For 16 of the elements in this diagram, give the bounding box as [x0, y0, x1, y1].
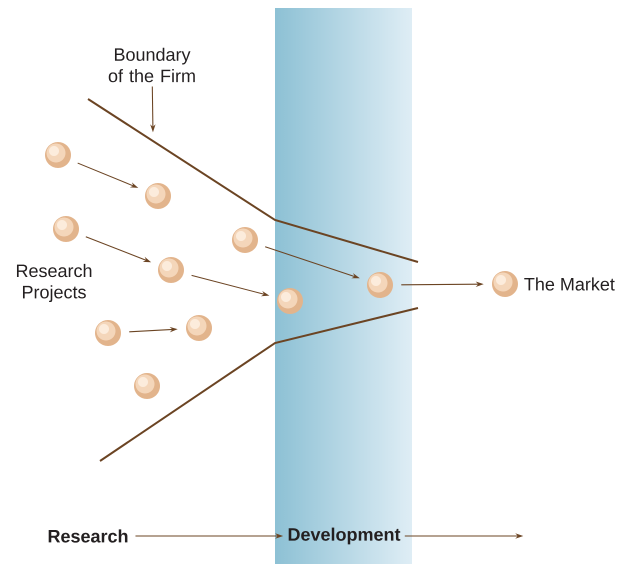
ball — [367, 272, 393, 298]
ball — [158, 257, 184, 283]
ball — [277, 288, 303, 314]
ball — [232, 227, 258, 253]
ball — [45, 142, 71, 168]
stage-label: Research — [48, 529, 128, 543]
ball — [492, 271, 518, 297]
market-label: The Market — [524, 277, 615, 291]
research-projects-label: Research Projects — [16, 264, 92, 302]
ball — [186, 315, 212, 341]
ball — [134, 373, 160, 399]
stage-label: Development — [288, 528, 400, 544]
boundary-label: Boundary of the Firm — [108, 48, 195, 82]
ball — [53, 216, 79, 242]
ball — [145, 183, 171, 209]
ball — [95, 320, 121, 346]
